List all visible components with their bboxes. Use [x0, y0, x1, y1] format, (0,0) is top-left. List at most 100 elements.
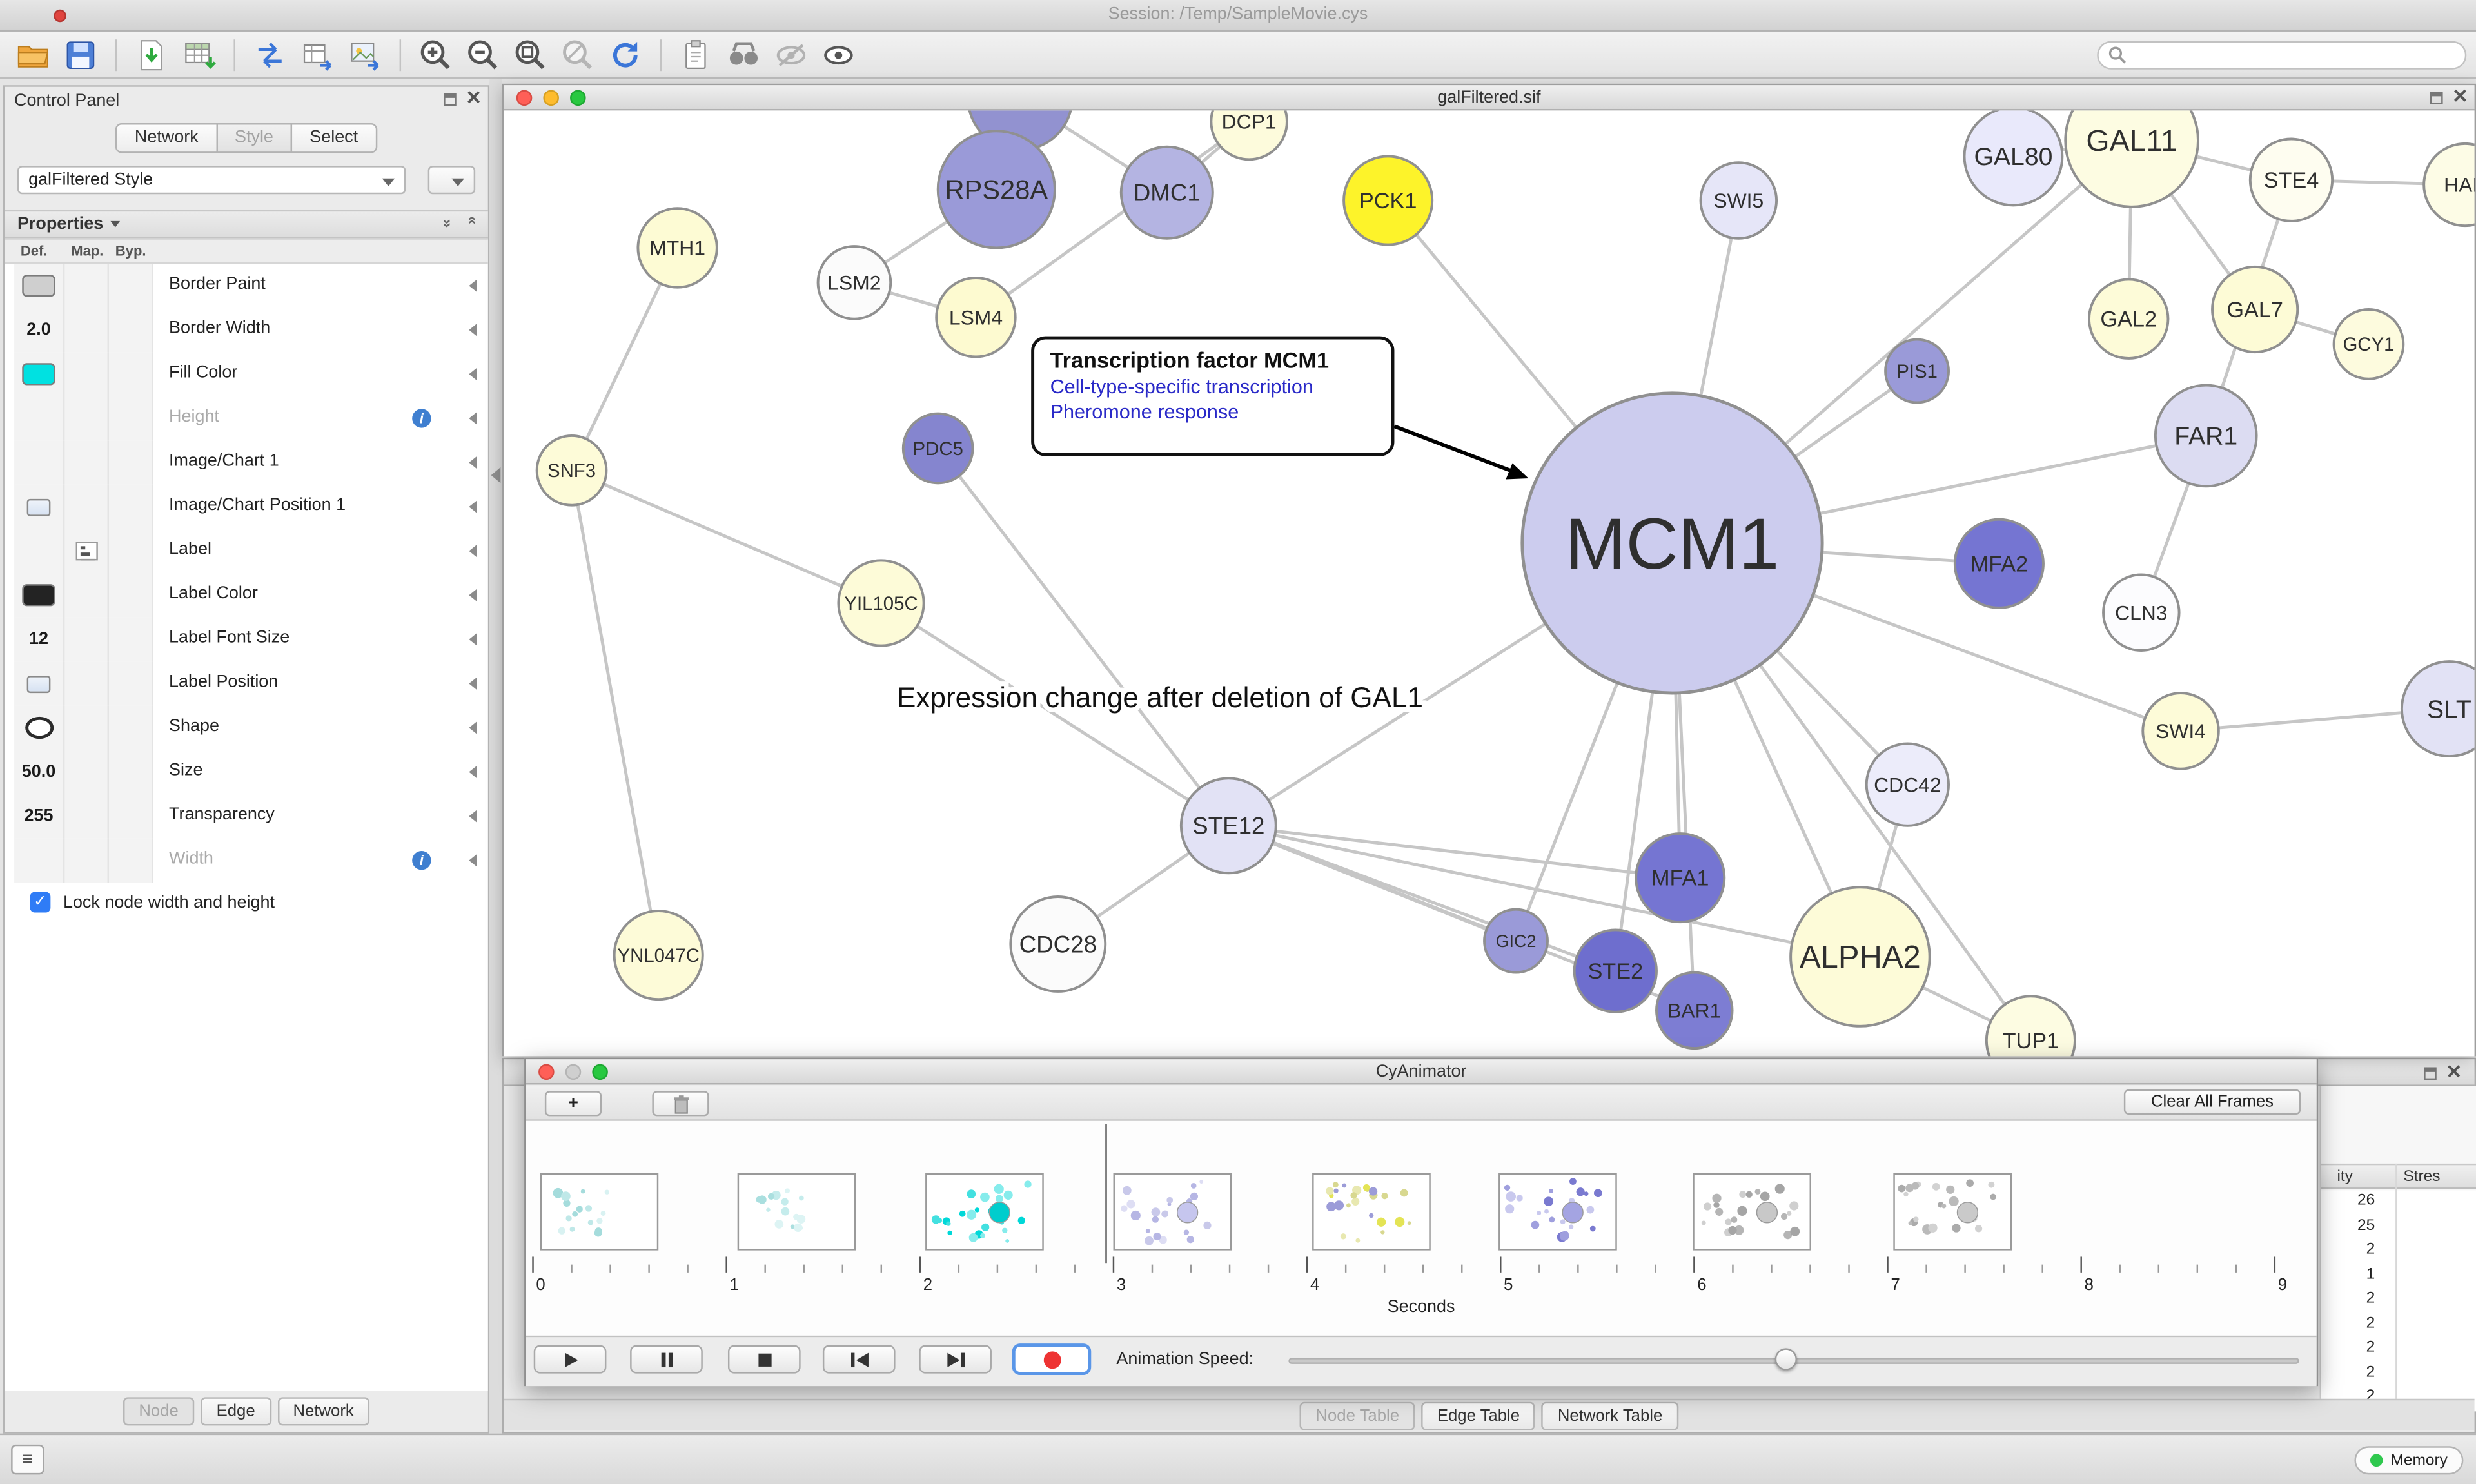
mapping-cell[interactable] — [64, 750, 109, 794]
stop-button[interactable] — [727, 1345, 801, 1374]
mapping-cell[interactable] — [64, 529, 109, 573]
bypass-cell[interactable] — [108, 750, 153, 794]
search-network-button[interactable] — [720, 34, 767, 75]
refresh-view-button[interactable] — [602, 34, 649, 75]
properties-header[interactable]: Properties » » — [5, 210, 488, 239]
table-row[interactable]: 2 — [2321, 1313, 2476, 1337]
record-button[interactable] — [1012, 1343, 1092, 1376]
tab-network-table[interactable]: Network Table — [1542, 1401, 1678, 1430]
mcm1-annotation-box[interactable]: Transcription factor MCM1 Cell-type-spec… — [1031, 336, 1395, 456]
network-node-GAL80[interactable] — [1963, 110, 2064, 207]
expand-row-icon[interactable] — [469, 677, 477, 690]
hide-details-button[interactable] — [767, 34, 814, 75]
mapping-cell[interactable] — [64, 572, 109, 618]
table-row[interactable]: 26 — [2321, 1191, 2476, 1215]
close-window-icon[interactable] — [516, 90, 533, 106]
show-panels-button[interactable]: ≡ — [11, 1444, 44, 1475]
style-property-row-label[interactable]: Label — [5, 529, 487, 573]
mapping-cell[interactable] — [64, 705, 109, 750]
network-edge-SNF3-YNL047C[interactable] — [570, 470, 660, 956]
import-table-button[interactable] — [175, 34, 222, 75]
style-select-dropdown[interactable]: galFiltered Style — [17, 166, 406, 195]
mapping-cell[interactable] — [64, 617, 109, 662]
network-node-GAL11[interactable] — [2064, 110, 2199, 208]
style-property-row-fill-color[interactable]: Fill Color — [5, 352, 487, 396]
network-edge-MTH1-SNF3[interactable] — [570, 247, 679, 471]
table-row[interactable]: 25 — [2321, 1215, 2476, 1239]
collapse-all-icon[interactable]: » — [464, 219, 482, 225]
zoom-window-icon[interactable] — [570, 90, 586, 106]
table-row[interactable]: 2 — [2321, 1337, 2476, 1362]
network-node-GAL2[interactable] — [2088, 278, 2170, 360]
mapping-cell[interactable] — [64, 440, 109, 485]
expand-row-icon[interactable] — [469, 456, 477, 469]
expand-row-icon[interactable] — [469, 367, 477, 381]
default-value-cell[interactable]: 50.0 — [14, 750, 65, 794]
tab-select[interactable]: Select — [290, 123, 377, 153]
expand-row-icon[interactable] — [469, 279, 477, 293]
network-node-HAP[interactable] — [2422, 142, 2475, 228]
annotation-link[interactable]: Cell-type-specific transcription — [1050, 375, 1313, 398]
mapping-cell[interactable] — [64, 263, 109, 308]
search-input[interactable] — [2127, 44, 2456, 65]
add-frame-button[interactable]: + — [544, 1091, 602, 1117]
lock-size-checkbox[interactable]: ✓ — [30, 892, 51, 913]
frame-thumbnail-6[interactable] — [1498, 1173, 1617, 1251]
zoom-out-button[interactable] — [460, 34, 507, 75]
network-edge-PDC5-STE12[interactable] — [936, 447, 1230, 827]
frame-thumbnail-5[interactable] — [1312, 1173, 1431, 1251]
bypass-cell[interactable] — [108, 794, 153, 839]
collapse-panel-icon[interactable] — [491, 467, 501, 483]
default-value-cell[interactable] — [14, 263, 65, 308]
network-node-YNL047C[interactable] — [613, 910, 704, 1001]
frame-thumbnail-7[interactable] — [1693, 1173, 1811, 1251]
tab-edge-style[interactable]: Edge — [201, 1396, 271, 1425]
next-frame-button[interactable] — [919, 1345, 992, 1374]
style-property-row-image-chart-1[interactable]: Image/Chart 1 — [5, 440, 487, 485]
mapping-cell[interactable] — [64, 352, 109, 396]
default-value-cell[interactable] — [14, 838, 65, 883]
slider-thumb[interactable] — [1774, 1348, 1797, 1371]
previous-frame-button[interactable] — [822, 1345, 896, 1374]
table-row[interactable]: 2 — [2321, 1239, 2476, 1264]
network-node-SLT2[interactable] — [2400, 660, 2475, 757]
zoom-fit-button[interactable] — [507, 34, 554, 75]
style-property-row-border-paint[interactable]: Border Paint — [5, 263, 487, 308]
network-node-DMC1[interactable] — [1119, 145, 1214, 240]
timeline-playhead[interactable] — [1105, 1124, 1107, 1264]
open-session-button[interactable] — [10, 34, 57, 75]
default-value-cell[interactable] — [14, 705, 65, 750]
default-value-cell[interactable] — [14, 484, 65, 529]
network-node-DCP1[interactable] — [1210, 110, 1288, 161]
delete-frame-button[interactable] — [652, 1091, 709, 1117]
network-node-TUP1[interactable] — [1985, 995, 2076, 1057]
minimize-window-icon[interactable] — [565, 1064, 582, 1080]
play-button[interactable] — [533, 1345, 607, 1374]
panel-splitter[interactable] — [489, 79, 502, 1434]
import-network-button[interactable] — [128, 34, 175, 75]
tab-style[interactable]: Style — [215, 123, 293, 153]
network-node-CDC28[interactable] — [1009, 895, 1107, 993]
network-node-PDC5[interactable] — [901, 412, 974, 485]
network-window-titlebar[interactable]: galFiltered.sif ✕ — [504, 85, 2475, 111]
bypass-cell[interactable] — [108, 352, 153, 396]
close-panel-icon[interactable]: ✕ — [466, 86, 482, 109]
copy-button[interactable] — [673, 34, 720, 75]
expand-row-icon[interactable] — [469, 854, 477, 867]
table-row[interactable]: 2 — [2321, 1362, 2476, 1386]
caption-annotation[interactable]: Expression change after deletion of GAL1 — [892, 678, 1428, 719]
float-window-icon[interactable] — [2430, 90, 2443, 104]
network-node-CDC42[interactable] — [1865, 742, 1950, 827]
network-edge-DCP1-LSM4[interactable] — [975, 120, 1250, 319]
column-header[interactable]: Stres — [2403, 1168, 2441, 1186]
frame-thumbnail-4[interactable] — [1113, 1173, 1232, 1251]
mapping-cell[interactable] — [64, 838, 109, 883]
expand-row-icon[interactable] — [469, 721, 477, 734]
bypass-cell[interactable] — [108, 308, 153, 353]
network-node-SNF3[interactable] — [535, 434, 608, 507]
expand-row-icon[interactable] — [469, 500, 477, 513]
network-node-GCY1[interactable] — [2332, 308, 2405, 380]
